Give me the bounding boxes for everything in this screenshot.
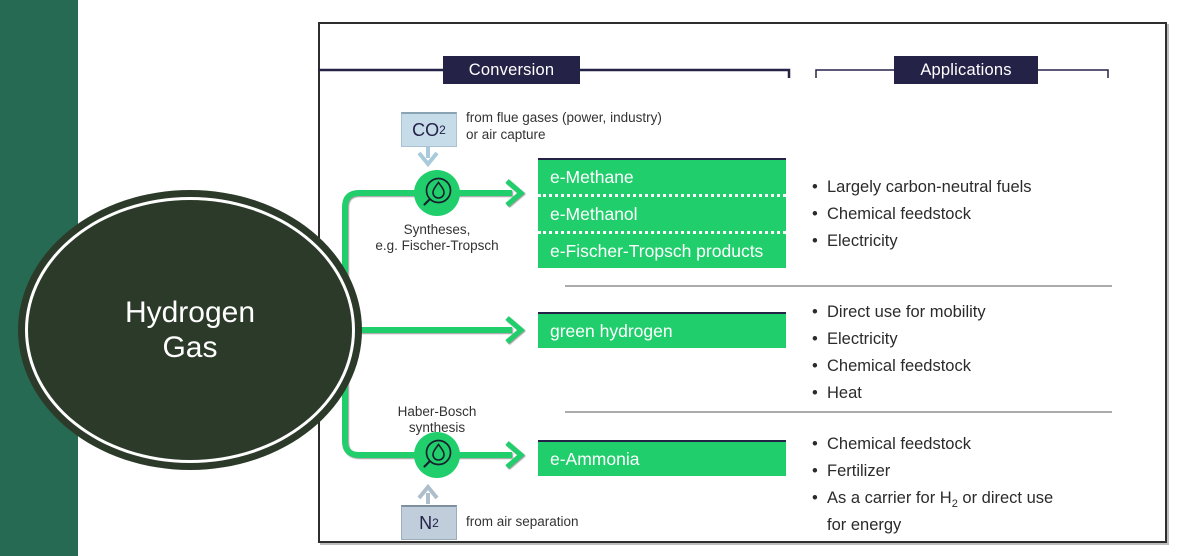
bullet-icon: •	[812, 384, 818, 402]
syntheses-label: Syntheses, e.g. Fischer-Tropsch	[375, 222, 499, 253]
bullet-icon: •	[812, 330, 818, 348]
list-item: • Chemical feedstock	[812, 201, 1157, 228]
list-item-text: Fertilizer	[827, 462, 891, 480]
list-item: • Heat	[812, 380, 1157, 407]
bullet-icon: •	[812, 489, 818, 507]
haber-bosch-label: Haber-Bosch synthesis	[397, 404, 477, 435]
list-item-text: Chemical feedstock	[827, 357, 971, 375]
synthesis-products-box: e-Methane e-Methanol e-Fischer-Tropsch p…	[538, 158, 786, 268]
bullet-icon: •	[812, 303, 818, 321]
product-e-methane: e-Methane	[550, 166, 634, 187]
bullet-icon: •	[812, 435, 818, 453]
bullet-icon: •	[812, 357, 818, 375]
n2-source-note: from air separation	[466, 514, 579, 529]
co2-label: CO	[412, 119, 440, 140]
n2-label: N	[419, 512, 433, 533]
applications-header: Applications	[894, 56, 1038, 84]
list-item: • Chemical feedstock	[812, 431, 1157, 458]
list-item-text: Chemical feedstock	[827, 205, 971, 223]
product-e-fischer-tropsch: e-Fischer-Tropsch products	[538, 231, 786, 268]
bullet-icon: •	[812, 462, 818, 480]
list-item-text: Heat	[827, 384, 862, 402]
bullet-icon: •	[812, 205, 818, 223]
list-item: • Electricity	[812, 228, 1157, 255]
list-item: • As a carrier for H2 or direct use for e…	[812, 485, 1157, 539]
h2-subscript: 2	[951, 498, 958, 511]
bullet-icon: •	[812, 232, 818, 250]
product-green-hydrogen: green hydrogen	[538, 312, 786, 348]
applications-list-hydrogen: • Direct use for mobility • Electricity • C…	[812, 299, 1157, 407]
hydrogen-gas-ellipse-ring: Hydrogen Gas	[25, 197, 355, 463]
hydrogen-gas-ellipse: Hydrogen Gas	[18, 190, 362, 470]
list-item-text: Electricity	[827, 232, 898, 250]
list-item-text: Chemical feedstock	[827, 435, 971, 453]
list-item: • Chemical feedstock	[812, 353, 1157, 380]
co2-source-note: from flue gases (power, industry) or air…	[466, 110, 662, 142]
list-item: • Direct use for mobility	[812, 299, 1157, 326]
list-item-text: Largely carbon-neutral fuels	[827, 178, 1032, 196]
bullet-icon: •	[812, 178, 818, 196]
applications-list-ammonia: • Chemical feedstock • Fertilizer • As a ca…	[812, 431, 1157, 539]
list-item-text-pre: As a carrier for H	[827, 489, 952, 507]
list-item-text: Electricity	[827, 330, 898, 348]
list-item-text: As a carrier for H2 or direct use for en…	[827, 485, 1053, 539]
list-item: • Fertilizer	[812, 458, 1157, 485]
list-item-text-post: or direct use for energy	[827, 489, 1054, 534]
co2-subscript: 2	[439, 123, 446, 137]
applications-list-fuels: • Largely carbon-neutral fuels • Chemical …	[812, 174, 1157, 255]
conversion-header: Conversion	[443, 56, 580, 84]
product-e-methanol: e-Methanol	[538, 194, 786, 231]
list-item: • Largely carbon-neutral fuels	[812, 174, 1157, 201]
list-item-text: Direct use for mobility	[827, 303, 986, 321]
n2-subscript: 2	[432, 516, 439, 530]
hydrogen-gas-title: Hydrogen Gas	[124, 295, 256, 364]
list-item: • Electricity	[812, 326, 1157, 353]
product-e-ammonia: e-Ammonia	[538, 440, 786, 476]
